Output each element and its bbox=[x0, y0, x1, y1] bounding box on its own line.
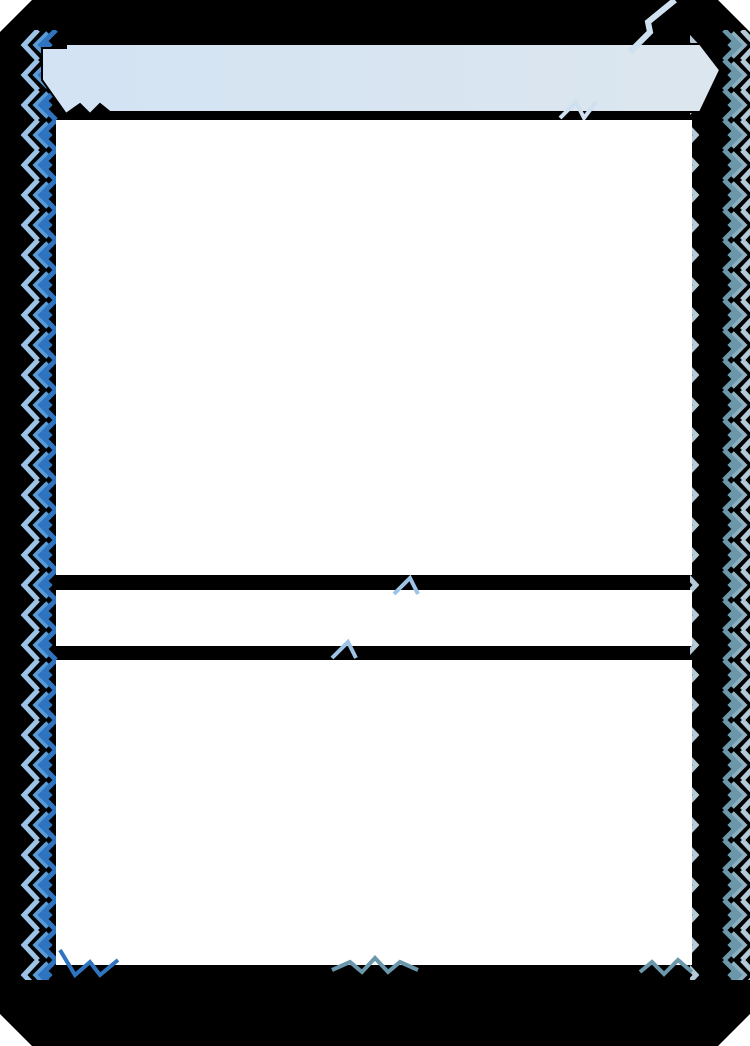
type-break-ornament-bottom bbox=[330, 638, 358, 660]
art-box bbox=[56, 120, 692, 575]
bottom-left-ornament bbox=[58, 948, 120, 979]
bottom-center-ornament bbox=[331, 955, 419, 975]
title-bar bbox=[41, 43, 722, 116]
right-border-ornament bbox=[690, 30, 750, 980]
corner-lightning-ornament bbox=[627, 0, 677, 55]
type-break-ornament-top bbox=[392, 574, 420, 596]
title-break-ornament bbox=[558, 98, 598, 122]
left-border-ornament bbox=[0, 30, 60, 980]
text-box bbox=[56, 660, 692, 965]
bottom-right-ornament bbox=[638, 957, 694, 977]
type-line-box bbox=[56, 590, 692, 646]
